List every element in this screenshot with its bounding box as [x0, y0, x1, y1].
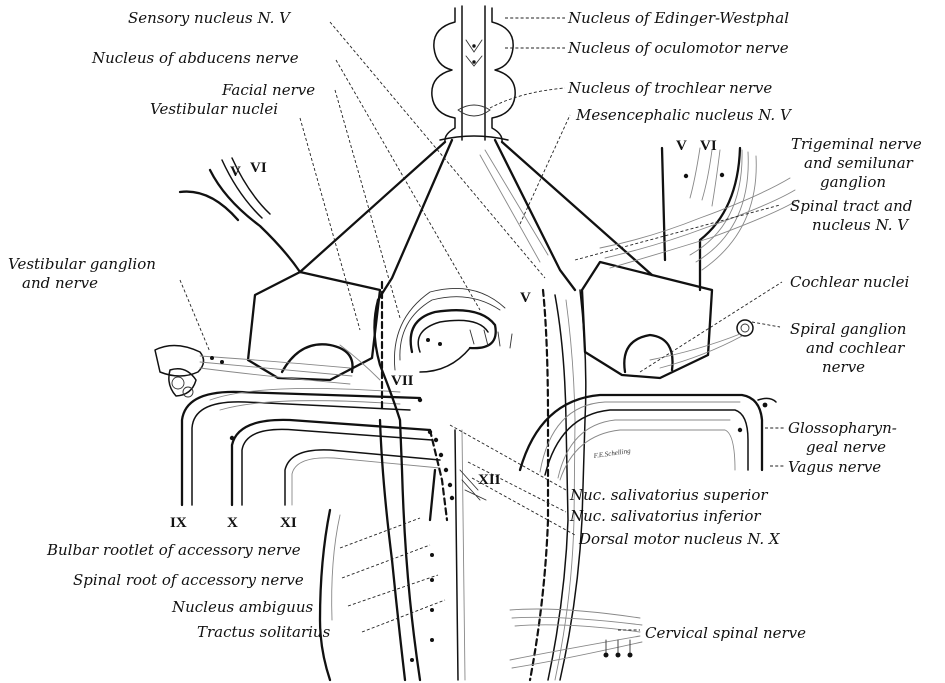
label-mesencephalic: Mesencephalic nucleus N. V — [575, 106, 793, 124]
artist-signature: F.E.Schelling — [592, 447, 631, 460]
right-labels: Nucleus of Edinger-Westphal Nucleus of o… — [567, 9, 922, 642]
label-cervical: Cervical spinal nerve — [645, 624, 806, 642]
numeral-vii: VII — [391, 373, 414, 389]
numeral-xi: XI — [280, 515, 297, 531]
facial-nerve-loop — [382, 282, 512, 410]
label-trochlear: Nucleus of trochlear nerve — [567, 79, 772, 97]
label-spiral-ganglion-3: nerve — [822, 358, 865, 376]
label-spiral-ganglion-1: Spiral ganglion — [790, 320, 906, 338]
label-vestibular-nuclei: Vestibular nuclei — [150, 100, 278, 118]
numeral-ix: IX — [170, 515, 187, 531]
label-glossopharyngeal-2: geal nerve — [806, 438, 886, 456]
label-trigeminal-2: and semilunar — [804, 154, 914, 172]
crossing-tracts — [300, 140, 652, 300]
left-labels: Sensory nucleus N. V Nucleus of abducens… — [8, 9, 331, 641]
label-tractus-solitarius: Tractus solitarius — [197, 623, 331, 641]
label-spiral-ganglion-2: and cochlear — [806, 339, 905, 357]
label-edinger-westphal: Nucleus of Edinger-Westphal — [567, 9, 789, 27]
label-facial-nerve: Facial nerve — [221, 81, 315, 99]
label-spinal-tract-1: Spinal tract and — [790, 197, 912, 215]
label-trigeminal-1: Trigeminal nerve — [791, 135, 922, 153]
cervical-nerve — [510, 609, 642, 668]
label-trigeminal-3: ganglion — [820, 173, 886, 191]
label-nucleus-abducens: Nucleus of abducens nerve — [91, 49, 299, 67]
midbrain-outline — [432, 6, 515, 142]
numeral-v-mid: V — [520, 290, 531, 306]
spinal-tract — [530, 290, 586, 680]
label-dorsal-motor: Dorsal motor nucleus N. X — [578, 530, 781, 548]
right-pons-outline — [582, 262, 712, 378]
label-sal-inferior: Nuc. salivatorius inferior — [569, 507, 761, 525]
spiral-ganglion — [650, 320, 753, 368]
numeral-v-upper-left: V — [230, 164, 241, 180]
label-vagus: Vagus nerve — [788, 458, 881, 476]
label-nucleus-ambiguus: Nucleus ambiguus — [171, 598, 313, 616]
label-bulbar-rootlet: Bulbar rootlet of accessory nerve — [46, 541, 301, 559]
numeral-v-upper-right: V — [676, 138, 687, 154]
numeral-x: X — [227, 515, 238, 531]
label-spinal-root: Spinal root of accessory nerve — [73, 571, 304, 589]
label-vestibular-ganglion-2: and nerve — [22, 274, 98, 292]
label-spinal-tract-2: nucleus N. V — [812, 216, 910, 234]
numeral-xii: XII — [478, 472, 501, 488]
numeral-vi-upper-left: VI — [250, 160, 267, 176]
label-cochlear-nuclei: Cochlear nuclei — [790, 273, 910, 291]
label-glossopharyngeal-1: Glossopharyn- — [788, 419, 897, 437]
label-sensory-nucleus-v: Sensory nucleus N. V — [128, 9, 292, 27]
glossopharyngeal-vagus — [520, 395, 776, 480]
numeral-vi-upper-right: VI — [700, 138, 717, 154]
label-vestibular-ganglion-1: Vestibular ganglion — [8, 255, 156, 273]
roman-numerals: V VI V VI V VII XII IX X XI — [170, 138, 717, 531]
left-pons-outline — [180, 158, 380, 380]
label-sal-superior: Nuc. salivatorius superior — [569, 486, 768, 504]
label-oculomotor: Nucleus of oculomotor nerve — [567, 39, 789, 57]
